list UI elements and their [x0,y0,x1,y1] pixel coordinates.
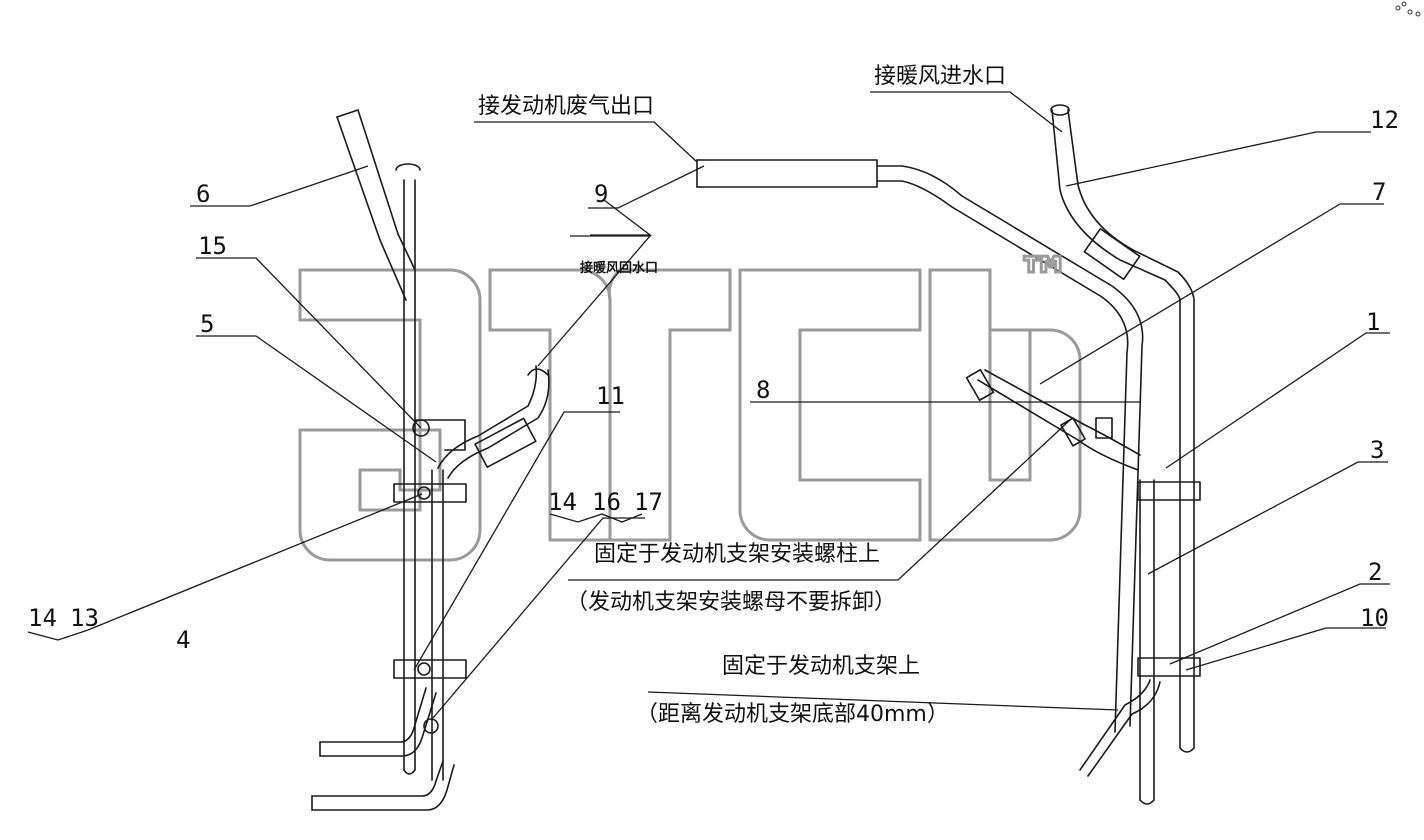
part-number-11: 11 [596,382,625,410]
part-number-9: 9 [594,180,609,208]
part-number-14-b: 14 [28,604,57,632]
pipes [311,104,1201,811]
part-number-7: 7 [1372,178,1387,206]
watermark-logo [298,268,1082,562]
part-number-3: 3 [1370,436,1385,464]
note-fix-bracket-stud: 固定于发动机支架安装螺柱上 [594,542,881,567]
part-number-5: 5 [200,310,215,338]
part-number-13: 13 [70,604,99,632]
leader-lines [27,91,1390,719]
note-heater-inlet: 接暖风进水口 [874,64,1007,89]
part-number-10: 10 [1360,604,1389,632]
corner-mark [1395,1,1421,17]
note-fix-bracket: 固定于发动机支架上 [722,654,921,679]
note-distance: （距离发动机支架底部40mm） [636,702,949,727]
part-number-6: 6 [196,180,211,208]
part-number-17: 17 [634,488,663,516]
trademark-watermark: ™ [1015,245,1074,313]
part-number-1: 1 [1366,308,1381,336]
note-bracket-nut: （发动机支架安装螺母不要拆卸） [566,590,897,615]
part-number-4: 4 [176,626,191,654]
part-number-15: 15 [198,232,227,260]
part-number-16: 16 [592,488,621,516]
note-heater-return: 接暖风回水口 [580,261,659,276]
part-number-14-a: 14 [548,488,577,516]
note-engine-exhaust: 接发动机废气出口 [478,94,655,119]
part-number-2: 2 [1368,558,1383,586]
part-number-12: 12 [1370,106,1399,134]
part-number-8: 8 [756,376,771,404]
